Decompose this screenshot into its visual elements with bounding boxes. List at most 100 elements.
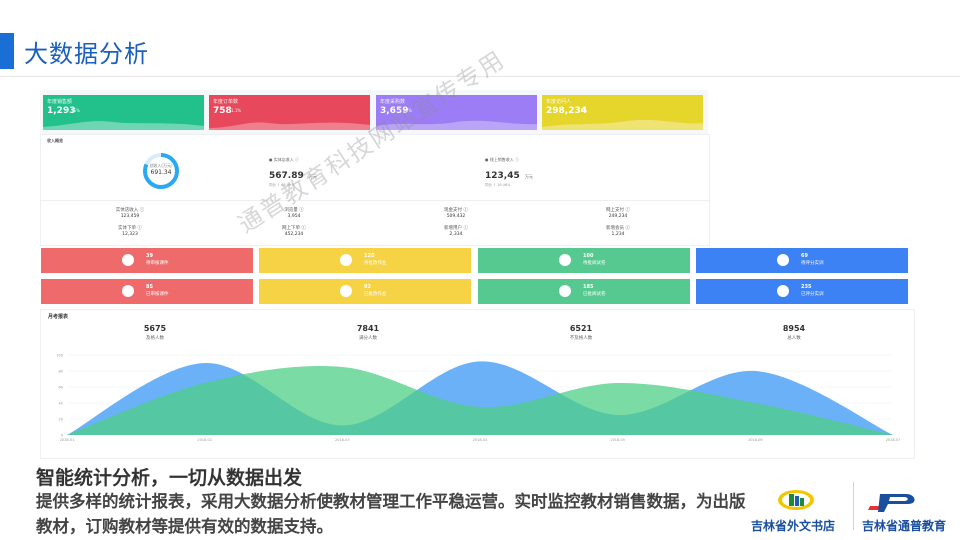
y-tick-label: 60	[59, 386, 63, 390]
waiwen-bookstore-logo	[778, 490, 814, 510]
x-tick-label: 2018-03	[335, 438, 350, 442]
tile-count: 160	[583, 253, 594, 259]
stat-value: 1,293	[47, 106, 76, 116]
sparkline	[542, 119, 703, 130]
y-tick-label: 80	[59, 370, 63, 374]
kpi-online-income: ● 线上销售收入 ⓘ 123,45 万元 同比 ↑ 18.46%	[485, 157, 533, 188]
income-donut: 总收入(万元) 691.34	[141, 151, 181, 191]
tile-count: 39	[146, 253, 153, 259]
paper-icon	[559, 254, 571, 266]
slide-title: 大数据分析	[24, 40, 149, 68]
stat-label: 年度销售额	[47, 99, 73, 105]
kpi-store-income: ● 实体店收入 ⓘ 567.89 万元 同比 ↑ 68.99%	[269, 157, 317, 188]
donut-ring	[143, 153, 179, 189]
donut-label: 总收入(万元)	[149, 163, 173, 168]
tile-label: 已批改作业	[364, 292, 387, 297]
tile-label: 待批阅试卷	[583, 261, 606, 266]
tongpu-education-logo	[868, 494, 915, 512]
sparkline	[209, 122, 370, 130]
tile-label: 已批阅试卷	[583, 292, 606, 297]
mini-value: 123,459	[120, 214, 140, 219]
exam-report-title: 月考报表	[48, 314, 69, 320]
stat-card-orders[interactable]: 年度订单数 758 1.1%	[209, 95, 370, 130]
kpi-unit: 万元	[524, 174, 533, 179]
kpi-value: 567.89	[269, 171, 304, 181]
exam-stat-value: 7841	[356, 324, 380, 333]
tile-count: 85	[146, 284, 153, 290]
tile-count: 235	[801, 284, 812, 290]
stat-pct: 1.1%	[231, 108, 242, 113]
tile-label: 已审核课件	[146, 292, 169, 297]
x-tick-label: 2018-05	[610, 438, 625, 442]
stat-card-visitors[interactable]: 年度访问人 298,234 15%	[542, 95, 703, 130]
logo1-caption: 吉林省外文书店	[751, 519, 836, 533]
mini-value: 1,234	[611, 232, 625, 237]
logo-separator	[853, 482, 854, 530]
stat-card-purchases[interactable]: 年度采购数 3,659 20%	[376, 95, 537, 130]
stat-value: 758	[213, 106, 232, 116]
mini-label: 浏览量 ⓘ	[284, 208, 304, 213]
stat-pct: 15%	[71, 108, 80, 113]
footer-headline: 智能统计分析，一切从数据出发	[36, 467, 303, 489]
mini-label: 新增用户 ⓘ	[444, 226, 468, 231]
sparkline	[43, 121, 204, 130]
stat-label: 年度采购数	[380, 99, 406, 105]
tile-graded-papers[interactable]: 185 已批阅试卷	[478, 279, 690, 304]
homework-icon	[340, 285, 352, 297]
exam-stat-label: 不及格人数	[569, 336, 593, 341]
courseware-icon	[122, 285, 134, 297]
tile-count: 92	[364, 284, 371, 290]
stat-pct: 20%	[403, 108, 412, 113]
section-title: 收入概览	[47, 138, 63, 143]
stat-value: 298,234	[546, 106, 587, 116]
kpi-value: 123,45	[485, 171, 520, 181]
courseware-icon	[122, 254, 134, 266]
tile-reviewed-courseware[interactable]: 85 已审核课件	[41, 279, 253, 304]
mini-label: 网上下单 ⓘ	[282, 226, 306, 231]
mini-label: 实体下单 ⓘ	[118, 226, 142, 231]
mini-label: 网上支付 ⓘ	[606, 208, 630, 213]
tile-graded-homework[interactable]: 92 已批改作业	[259, 279, 471, 304]
kpi-unit: 万元	[308, 174, 317, 179]
mini-value: 12,323	[122, 232, 138, 237]
mini-value: 2,334	[449, 232, 463, 237]
y-tick-label: 0	[61, 434, 63, 438]
exam-stat-value: 6521	[569, 324, 593, 333]
kpi-label: ● 线上销售收入 ⓘ	[485, 157, 520, 162]
mini-label: 实体店收入 ⓘ	[115, 208, 145, 213]
sparkline	[376, 120, 537, 130]
kpi-label: ● 实体店收入 ⓘ	[269, 157, 300, 162]
area-series-1	[67, 366, 893, 435]
tile-pending-papers[interactable]: 160 待批阅试卷	[478, 248, 690, 273]
x-tick-label: 2018-01	[60, 438, 75, 442]
x-tick-label: 2018-06	[748, 438, 763, 442]
stat-card-sales[interactable]: 年度销售额 1,293 15%	[43, 95, 204, 130]
donut-value: 691.34	[150, 169, 172, 176]
exam-stat-label: 总人数	[787, 336, 801, 341]
exam-stat-label: 及格人数	[146, 336, 164, 341]
mini-value: 3,954	[287, 214, 301, 219]
logo2-caption: 吉林省通普教育	[862, 519, 947, 533]
stat-cards-row: 年度销售额 1,293 15% 年度订单数 758 1.1% 年度采购数 3,6…	[40, 90, 708, 134]
tile-count: 120	[364, 253, 375, 259]
stat-value: 3,659	[380, 106, 409, 116]
mini-value: 249,234	[608, 214, 628, 219]
kpi-sub: 同比 ↑ 68.99%	[269, 183, 295, 187]
tile-count: 185	[583, 284, 594, 290]
tile-label: 待评分实训	[801, 261, 824, 266]
mini-value: 509,432	[446, 214, 466, 219]
income-overview-panel: 收入概览 总收入(万元) 691.34 ● 实体店收入 ⓘ 567.89 万元 …	[40, 134, 710, 202]
